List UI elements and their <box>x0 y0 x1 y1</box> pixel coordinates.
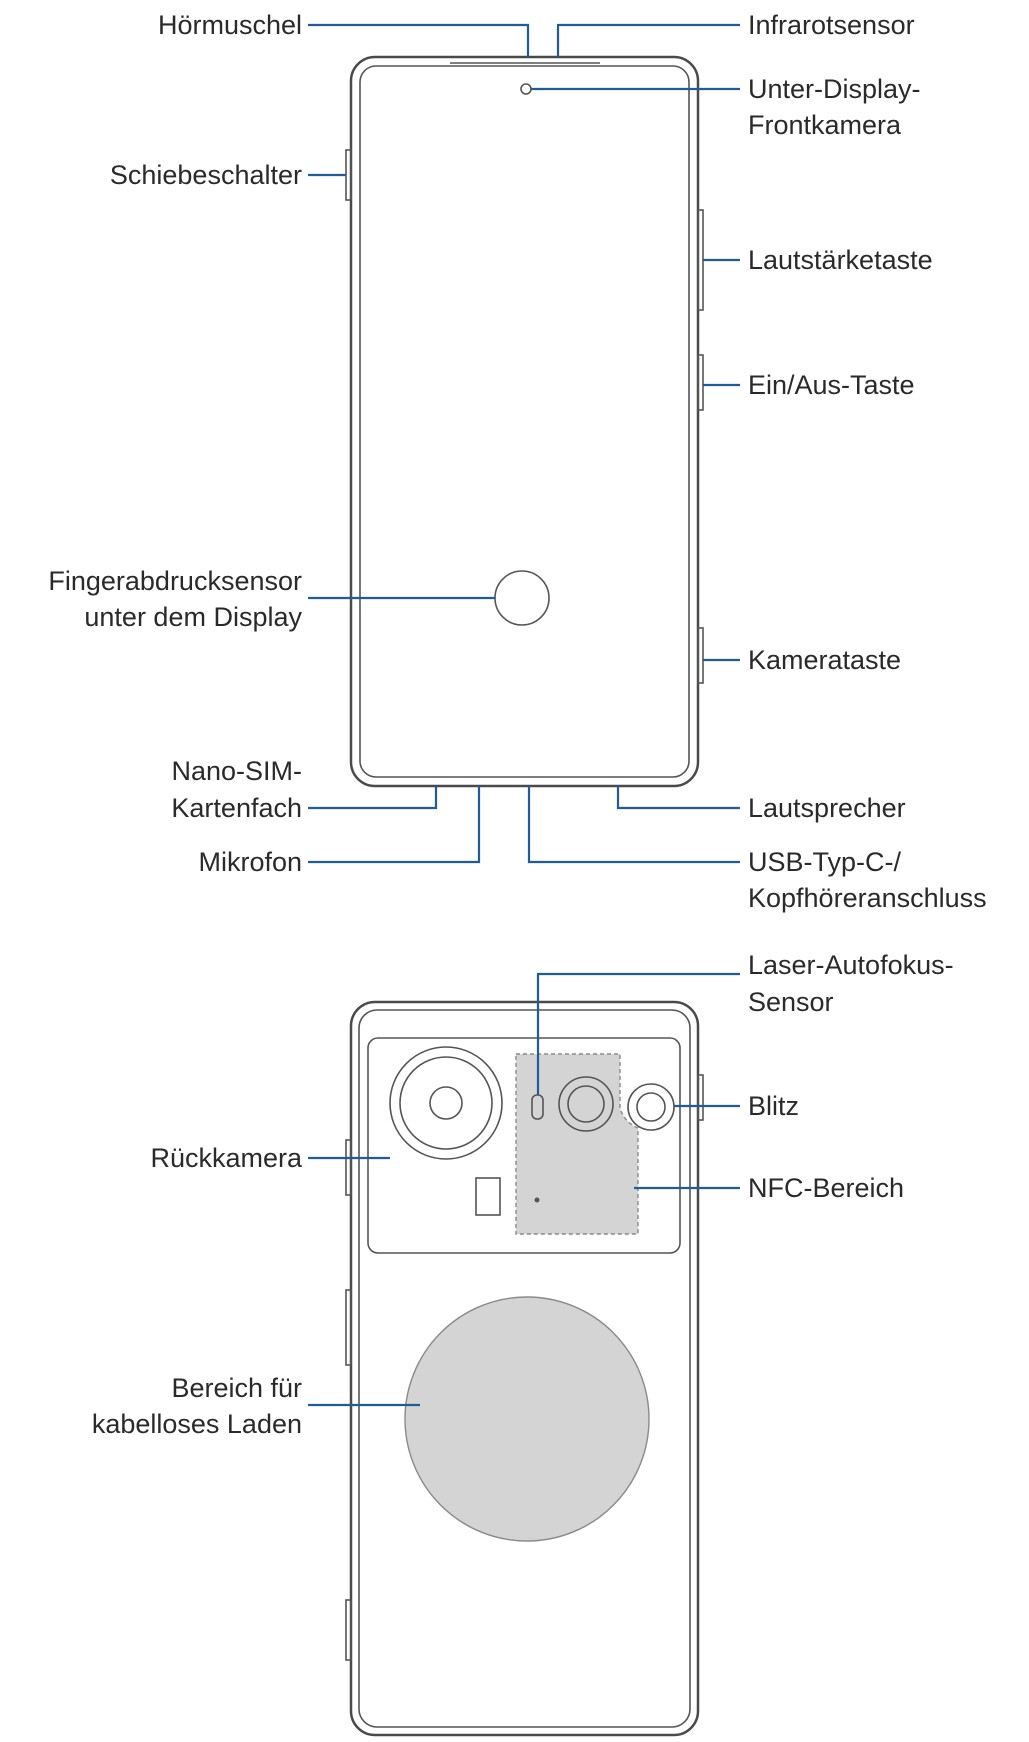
slide-switch-label: Schiebeschalter <box>110 160 302 190</box>
fingerprint-label-line2: unter dem Display <box>84 602 302 632</box>
fingerprint-label-line1: Fingerabdrucksensor <box>48 566 302 596</box>
front-body-outline <box>349 55 700 788</box>
back-leader-lines <box>308 972 740 1407</box>
microphone-leader <box>308 786 481 864</box>
back-inner-outline <box>358 1009 691 1728</box>
front-camera-hole <box>520 83 532 95</box>
front-camera-label-line1: Unter-Display- <box>748 74 921 104</box>
rear-camera-ring <box>399 1056 493 1150</box>
slide-switch-shape <box>345 149 352 201</box>
back-view <box>345 1000 704 1737</box>
fingerprint-circle <box>494 570 550 626</box>
infrared-sensor-label: Infrarotsensor <box>748 10 915 40</box>
camera-key-label: Kamerataste <box>748 645 901 675</box>
second-camera-outer <box>558 1076 614 1132</box>
volume-key-shape <box>697 209 704 311</box>
infrared-leader <box>556 23 740 57</box>
volume-key-label: Lautstärketaste <box>748 245 933 275</box>
laser-af-label-line1: Laser-Autofokus- <box>748 950 954 980</box>
earpiece-label: Hörmuschel <box>158 10 302 40</box>
laser-af-label-line2: Sensor <box>748 987 834 1017</box>
front-view <box>345 55 704 788</box>
front-labels: Hörmuschel Infrarotsensor Unter-Display-… <box>48 10 986 913</box>
flash-inner <box>636 1092 666 1122</box>
rear-camera-lens <box>429 1086 463 1120</box>
sim-tray-leader <box>308 786 438 810</box>
sim-tray-label-line1: Nano-SIM- <box>171 756 302 786</box>
nfc-area-shape <box>515 1053 639 1235</box>
rear-camera-outer <box>389 1046 503 1160</box>
front-camera-label-line2: Frontkamera <box>748 110 902 140</box>
back-labels: Laser-Autofokus- Sensor Blitz Rückkamera… <box>92 950 954 1439</box>
side-key-left-1 <box>345 1139 352 1196</box>
wireless-charging-label-line1: Bereich für <box>171 1373 302 1403</box>
camera-module <box>367 1037 681 1254</box>
laser-af-leader <box>536 972 740 1095</box>
microphone-label: Mikrofon <box>198 847 302 877</box>
speaker-leader <box>616 786 740 810</box>
side-key-left-3 <box>345 1599 352 1661</box>
rear-camera-label: Rückkamera <box>150 1143 303 1173</box>
nfc-dot <box>534 1197 540 1203</box>
usb-label-line2: Kopfhöreranschluss <box>748 883 987 913</box>
back-body-outline <box>349 1000 700 1737</box>
speaker-label: Lautsprecher <box>748 793 906 823</box>
flash-outer <box>627 1083 675 1131</box>
front-screen <box>359 65 690 778</box>
sim-tray-label-line2: Kartenfach <box>171 793 302 823</box>
earpiece-leader <box>308 23 530 57</box>
nfc-area-label: NFC-Bereich <box>748 1173 904 1203</box>
camera-key-shape <box>697 627 704 684</box>
usb-label-line1: USB-Typ-C-/ <box>748 847 902 877</box>
second-camera-inner <box>567 1085 605 1123</box>
small-sensor-rect <box>475 1177 501 1216</box>
wireless-charging-area-shape <box>404 1296 650 1542</box>
power-key-label: Ein/Aus-Taste <box>748 370 915 400</box>
power-key-shape <box>697 354 704 411</box>
usb-leader <box>527 786 740 864</box>
flash-label: Blitz <box>748 1091 799 1121</box>
side-key-left-2 <box>345 1289 352 1366</box>
wireless-charging-label-line2: kabelloses Laden <box>92 1409 302 1439</box>
side-key-right-1 <box>697 1074 704 1121</box>
front-leader-lines <box>308 23 740 864</box>
